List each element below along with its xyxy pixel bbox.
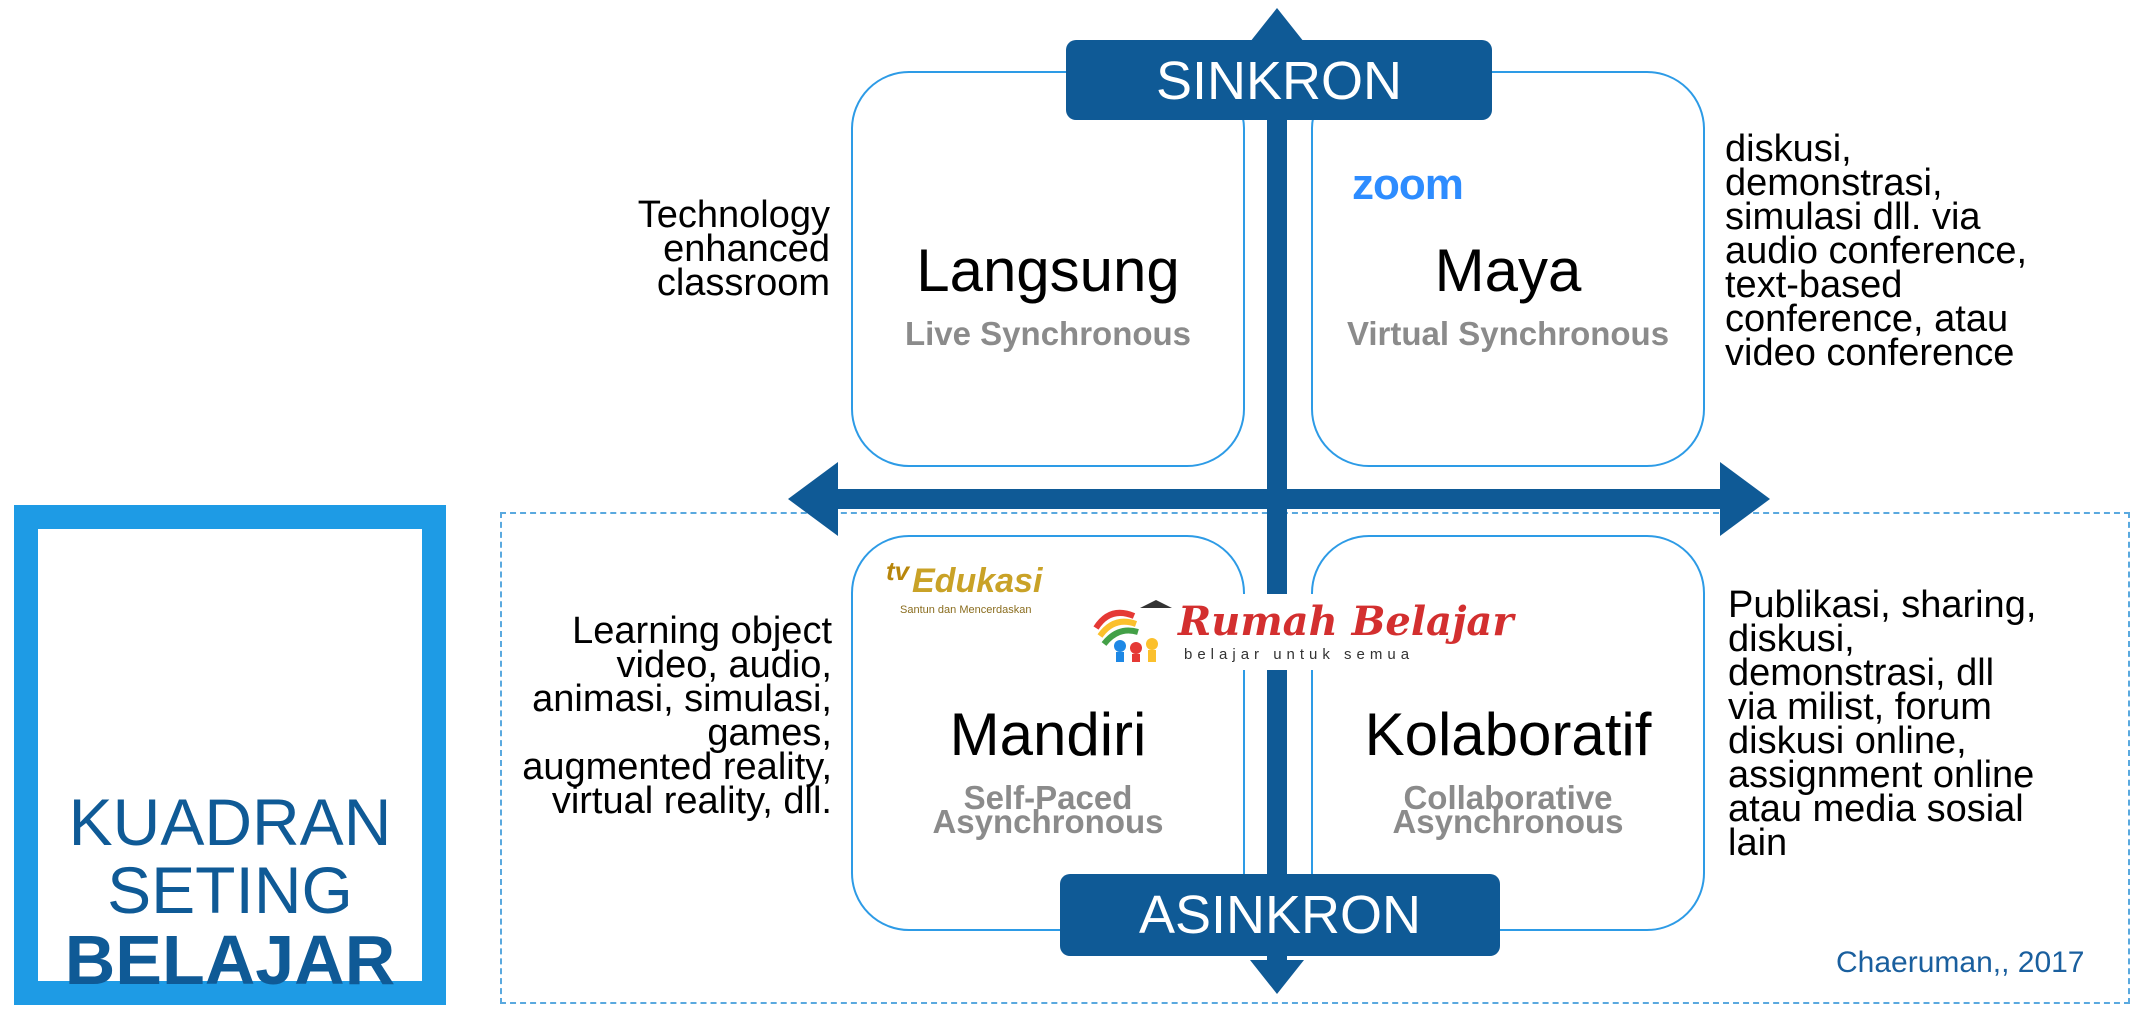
rumah-belajar-tagline: belajar untuk semua bbox=[1184, 646, 1415, 663]
quadrant-subtitle-line-2: Asynchronous bbox=[932, 803, 1164, 840]
credit-text: Chaeruman,, 2017 bbox=[1836, 946, 2085, 979]
note-line: atau media sosial bbox=[1728, 788, 2024, 830]
quadrant-subtitle: Virtual Synchronous bbox=[1346, 315, 1670, 352]
rumah-belajar-logo: Rumah Belajar belajar untuk semua bbox=[1090, 594, 1513, 670]
arrow-left-icon bbox=[788, 462, 838, 536]
quadrant-langsung: Langsung Live Synchronous bbox=[851, 71, 1245, 467]
note-top-right: diskusi, demonstrasi, simulasi dll. via … bbox=[1725, 128, 2125, 374]
note-bottom-left: Learning object video, audio, animasi, s… bbox=[490, 610, 833, 822]
tv-edukasi-logo: tv Edukasi Santun dan Mencerdaskan bbox=[886, 556, 1046, 626]
arrow-up-icon bbox=[1250, 8, 1304, 42]
note-line: video, audio, bbox=[616, 644, 833, 686]
quadrant-subtitle-line-1: Self-Paced bbox=[963, 779, 1133, 816]
title-line-1: KUADRAN bbox=[68, 785, 392, 859]
note-line: simulasi dll. via bbox=[1725, 196, 1981, 238]
arrow-right-icon bbox=[1720, 462, 1770, 536]
note-line: Technology bbox=[637, 194, 830, 236]
note-line: enhanced bbox=[663, 228, 830, 270]
note-line: lain bbox=[1728, 822, 1788, 864]
note-line: classroom bbox=[656, 262, 830, 304]
note-line: assignment online bbox=[1728, 754, 2035, 796]
arrow-down-icon bbox=[1250, 960, 1304, 994]
note-line: diskusi, bbox=[1725, 128, 1852, 170]
quadrant-subtitle-line-2: Asynchronous bbox=[1392, 803, 1624, 840]
note-line: augmented reality, bbox=[522, 746, 832, 788]
quadrant-subtitle: Live Synchronous bbox=[904, 315, 1192, 352]
title-line-3: BELAJAR bbox=[64, 921, 396, 999]
note-line: text-based bbox=[1725, 264, 1903, 306]
note-line: video conference bbox=[1725, 332, 2015, 374]
quadrant-title: Kolaboratif bbox=[1364, 701, 1652, 768]
title-box: KUADRAN SETING BELAJAR bbox=[14, 505, 446, 1005]
title-line-2: SETING bbox=[107, 853, 353, 927]
note-line: diskusi, bbox=[1728, 618, 1855, 660]
quadrant-maya: Maya Virtual Synchronous bbox=[1311, 71, 1705, 467]
quadrant-title: Langsung bbox=[916, 237, 1180, 304]
quadrant-title: Mandiri bbox=[949, 701, 1147, 768]
note-line: animasi, simulasi, bbox=[532, 678, 832, 720]
sinkron-banner: SINKRON bbox=[1066, 40, 1492, 120]
quadrant-title: Maya bbox=[1434, 237, 1582, 304]
rumah-belajar-name: Rumah Belajar bbox=[1178, 598, 1514, 645]
note-line: via milist, forum bbox=[1728, 686, 1992, 728]
note-line: games, bbox=[707, 712, 832, 754]
note-line: Learning object bbox=[572, 610, 832, 652]
rumah-belajar-mark-icon bbox=[1093, 600, 1172, 662]
note-line: diskusi online, bbox=[1728, 720, 1967, 762]
note-line: virtual reality, dll. bbox=[551, 780, 832, 822]
note-top-left: Technology enhanced classroom bbox=[560, 194, 830, 304]
horizontal-axis bbox=[830, 489, 1730, 509]
quadrant-subtitle-line-1: Collaborative bbox=[1403, 779, 1613, 816]
tv-edukasi-tagline: Santun dan Mencerdaskan bbox=[900, 604, 1032, 616]
tv-edukasi-name: Edukasi bbox=[912, 562, 1043, 600]
asinkron-banner: ASINKRON bbox=[1060, 874, 1500, 956]
note-line: demonstrasi, dll bbox=[1728, 652, 1995, 694]
tv-edukasi-tv: tv bbox=[886, 556, 910, 586]
note-line: Publikasi, sharing, bbox=[1728, 584, 2037, 626]
note-line: audio conference, bbox=[1725, 230, 2028, 272]
zoom-logo: zoom bbox=[1352, 160, 1464, 209]
note-bottom-right: Publikasi, sharing, diskusi, demonstrasi… bbox=[1728, 584, 2128, 864]
asynchronous-region-outline bbox=[500, 512, 2130, 1004]
note-line: demonstrasi, bbox=[1725, 162, 1943, 204]
note-line: conference, atau bbox=[1725, 298, 2009, 340]
